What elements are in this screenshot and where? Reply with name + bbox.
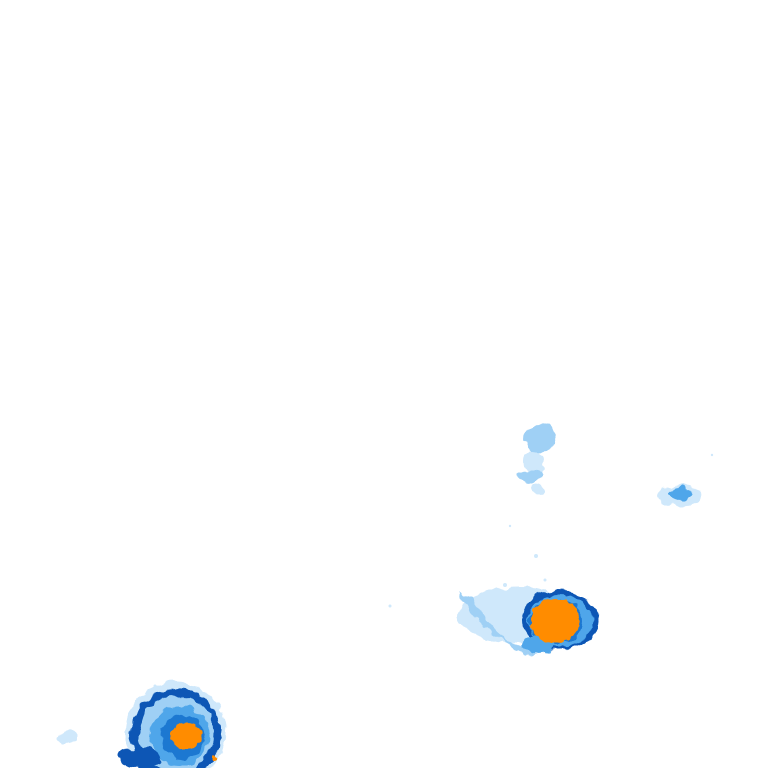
cell-southwest-core-speck [211, 755, 217, 761]
cell-east-fragment-core [668, 488, 692, 500]
echo-speck [710, 453, 714, 457]
cell-north-fragment-top [524, 424, 556, 452]
echo-speck [543, 578, 547, 582]
cell-southeast-core [530, 599, 580, 643]
cell-east-fragment [658, 486, 702, 506]
echo-speck [503, 583, 507, 587]
cell-southwest-core-blob [170, 723, 202, 749]
cell-southwest-core [170, 723, 217, 761]
cell-north-fragment-low [518, 470, 542, 482]
cell-southeast-arm [458, 592, 540, 656]
cell-far-west-fragment [58, 731, 78, 743]
cell-southwest [118, 682, 226, 768]
cell-north-fragment-tail [531, 483, 543, 497]
cell-southwest-tail [118, 748, 162, 768]
cell-southeast-core-blob [530, 599, 580, 643]
cell-north-fragment [518, 424, 556, 497]
echo-speck [534, 554, 538, 558]
cell-north-fragment-mid [524, 450, 544, 474]
cell-far-west-fragment-blob [58, 731, 78, 743]
echo-speck [508, 524, 512, 528]
echo-speck [388, 604, 392, 608]
echo-speck [153, 684, 157, 688]
scattered-echoes [153, 453, 714, 688]
